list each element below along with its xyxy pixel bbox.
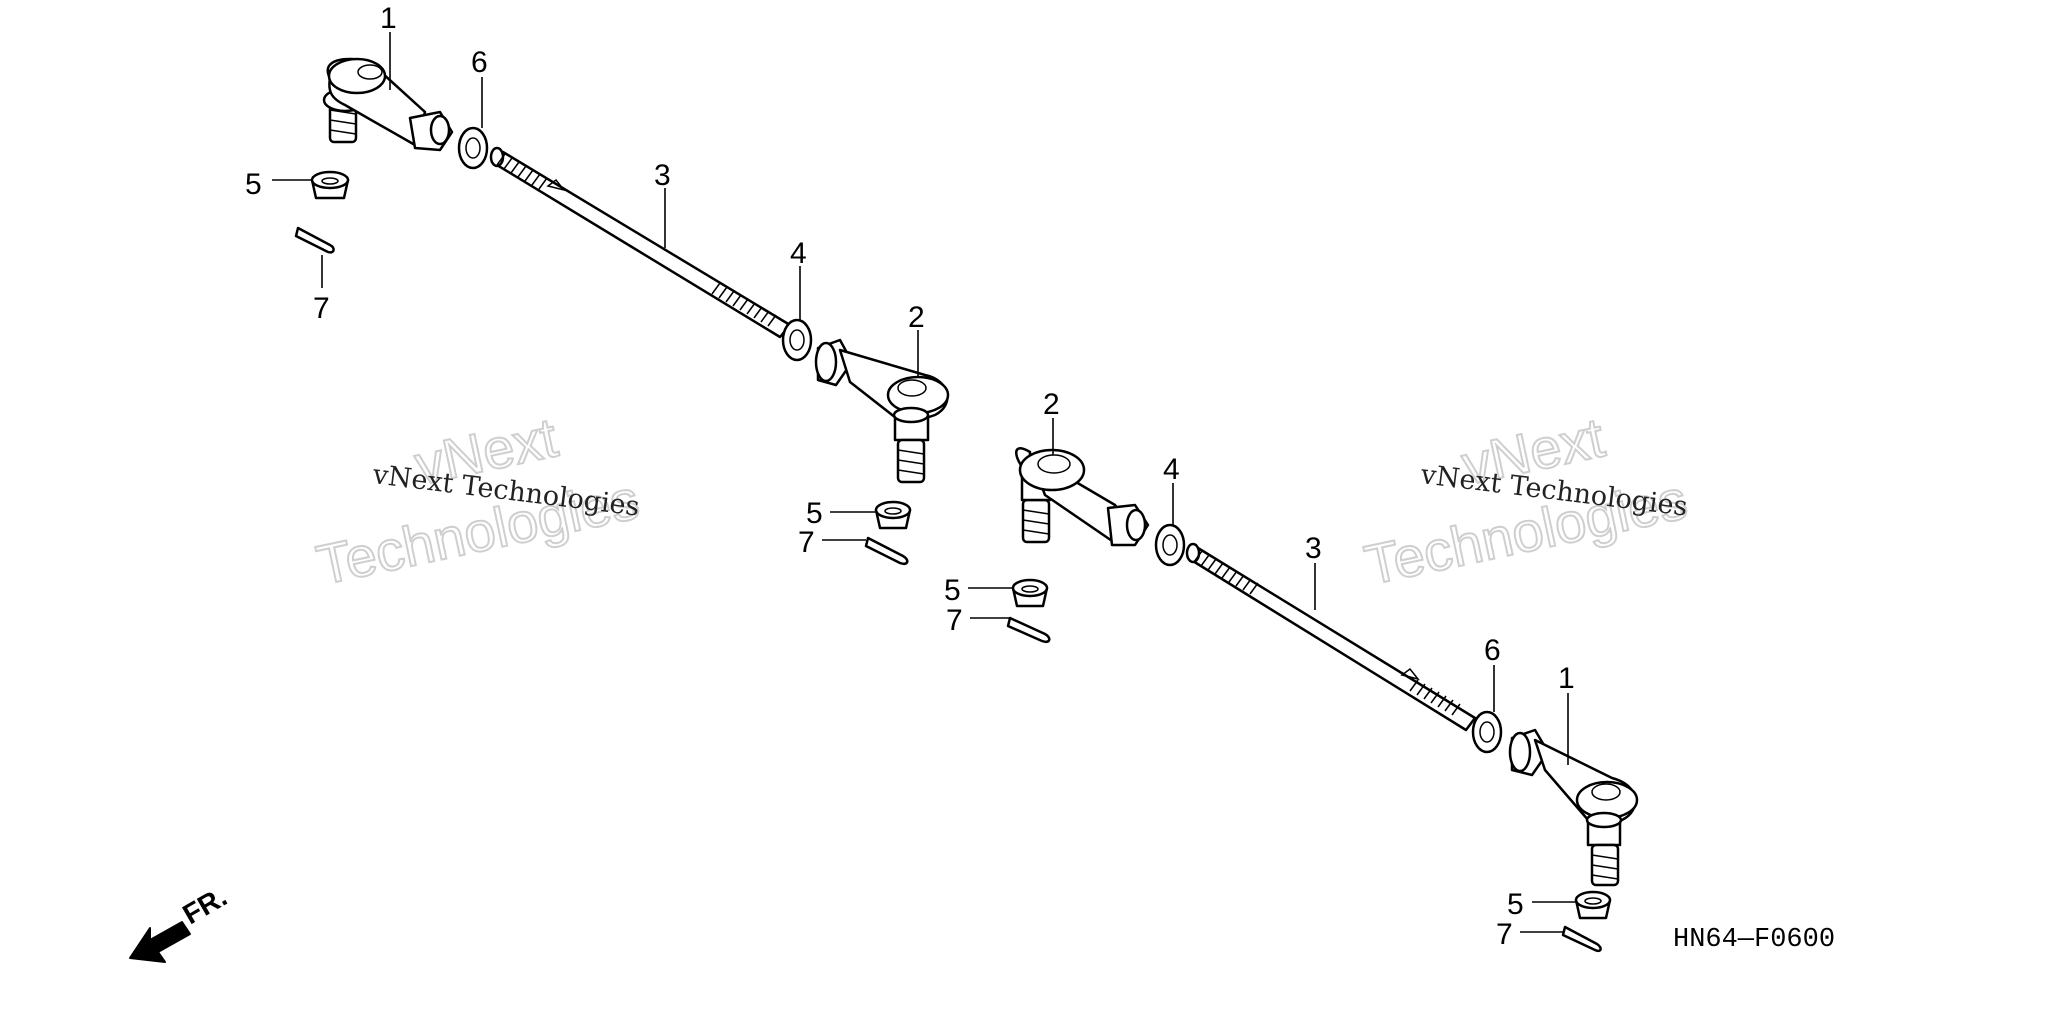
callout-number: 5 [806,497,823,530]
castle-nut-right-outer [1574,890,1612,920]
callout-number: 4 [790,237,807,270]
tie-rod-end-right-outer [1508,728,1639,887]
callout-number: 2 [1043,388,1060,421]
castle-nut-left-inner [874,500,912,530]
lock-nut-right-outer [1471,710,1503,754]
callouts-left: 1 6 5 7 3 4 2 5 7 [245,2,925,559]
callout-number: 6 [1484,634,1501,667]
tie-rod-left [489,146,792,339]
diagram-code: HN64—F0600 [1673,925,1835,955]
callout-number: 5 [1507,888,1524,921]
tie-rod-end-right-inner [1015,447,1150,547]
front-label: FR. [178,881,233,930]
cotter-pin-left-inner [864,536,909,565]
callout-number: 3 [1305,532,1322,565]
leader-lines [272,32,1576,933]
tie-rod-end-left-outer [322,57,454,152]
watermark-left: vNext Technologies vNext Technologies [310,404,645,597]
tie-rod-end-left-inner [814,338,950,484]
callout-number: 7 [313,292,330,325]
callout-number: 1 [380,2,397,35]
callout-number: 5 [245,168,262,201]
callout-number: 5 [944,574,961,607]
castle-nut-right-inner [1011,578,1049,608]
lock-nut-left-inner [781,318,813,362]
castle-nut-left-outer [310,170,350,200]
tie-rod-right [1185,542,1477,732]
front-direction-arrow-icon [129,921,191,963]
cotter-pin-right-outer [1561,925,1602,953]
callout-number: 1 [1558,662,1575,695]
callout-number: 7 [946,604,963,637]
callout-number: 7 [798,526,815,559]
callout-number: 2 [908,301,925,334]
watermark-right: vNext Technologies vNext Technologies [1358,404,1693,597]
lock-nut-left-outer [457,126,489,170]
lock-nut-right-inner [1154,523,1186,567]
callout-number: 4 [1163,453,1180,486]
callout-number: 3 [654,159,671,192]
callout-number: 6 [471,46,488,79]
cotter-pin-left-outer [294,226,335,254]
callout-number: 7 [1496,918,1513,951]
cotter-pin-right-inner [1006,616,1051,643]
callouts-right: 2 4 5 7 3 6 1 5 7 [944,388,1575,951]
